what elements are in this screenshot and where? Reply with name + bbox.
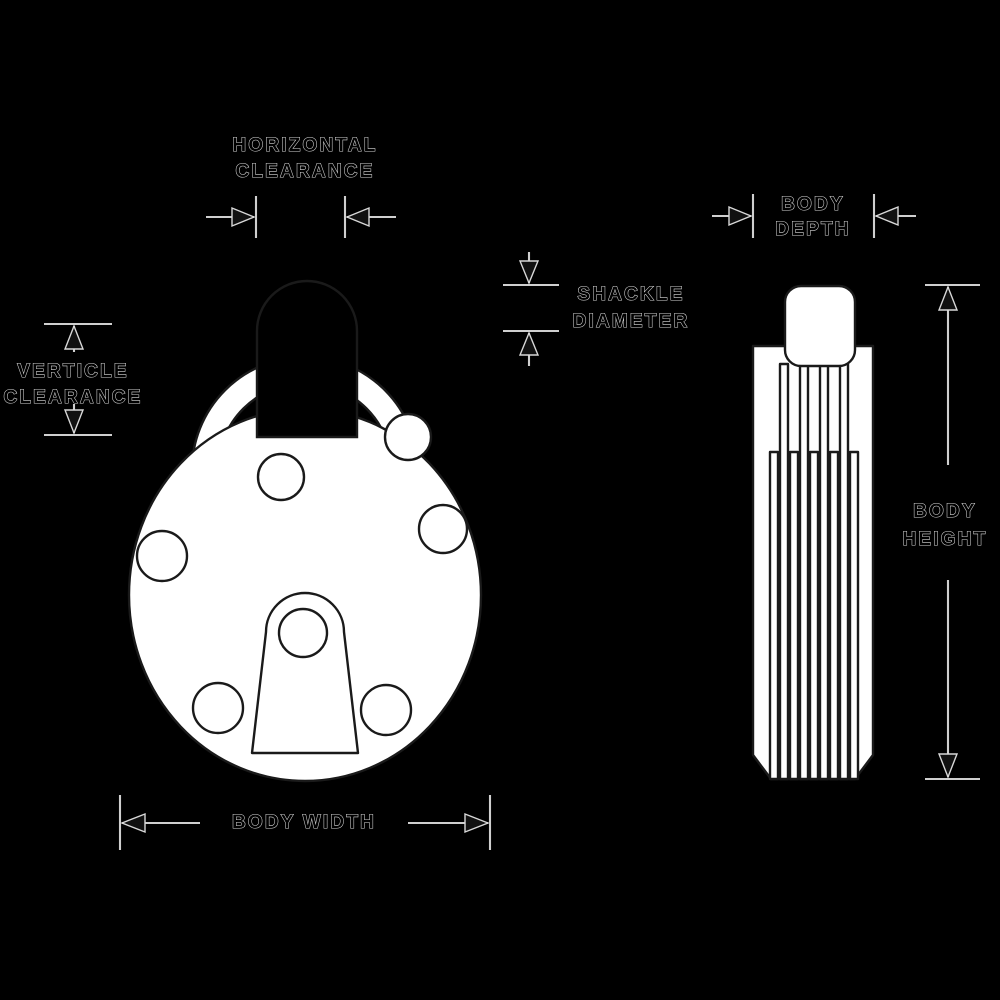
- arrow-head: [518, 331, 540, 356]
- lamination-plates: [768, 362, 860, 781]
- rivet-hole: [359, 683, 413, 737]
- arrow-head: [63, 409, 85, 435]
- keyhole-bore: [277, 607, 329, 659]
- arrow-head: [937, 753, 959, 779]
- dimension-body-height: BODY HEIGHT: [902, 283, 988, 781]
- label-body-height-line2: HEIGHT: [903, 529, 988, 550]
- rivet-hole: [191, 681, 245, 735]
- label-body-depth-line2: DEPTH: [775, 219, 850, 240]
- label-body-height-line1: BODY: [913, 501, 977, 522]
- rivet-hole: [383, 412, 433, 462]
- arrow-head: [728, 205, 753, 227]
- shackle-slot-cutout: [255, 279, 359, 439]
- front-view-group: [127, 279, 483, 783]
- arrow-head: [345, 206, 370, 228]
- rivet-hole: [417, 503, 469, 555]
- label-horizontal-clearance-line2: CLEARANCE: [235, 161, 374, 182]
- rivet-hole: [135, 529, 189, 583]
- side-shackle-cap: [783, 284, 857, 368]
- label-body-depth-line1: BODY: [781, 194, 845, 215]
- dimension-verticle-clearance: VERTICLE CLEARANCE: [3, 322, 142, 437]
- arrow-head: [120, 812, 146, 834]
- label-verticle-clearance-line2: CLEARANCE: [3, 387, 142, 408]
- dimension-horizontal-clearance: HORIZONTAL CLEARANCE: [206, 134, 396, 238]
- dimension-shackle-diameter: SHACKLE DIAMETER: [503, 252, 690, 366]
- arrow-head: [464, 812, 490, 834]
- arrow-head: [63, 324, 85, 350]
- arrow-head: [874, 205, 899, 227]
- rivet-hole: [256, 452, 306, 502]
- label-verticle-clearance-line1: VERTICLE: [17, 361, 129, 382]
- dimension-body-depth: BODY DEPTH: [712, 193, 916, 241]
- dimension-body-width: BODY WIDTH: [118, 795, 492, 850]
- label-body-width: BODY WIDTH: [232, 812, 376, 833]
- label-shackle-diameter-line2: DIAMETER: [573, 311, 690, 332]
- label-horizontal-clearance-line1: HORIZONTAL: [232, 135, 377, 156]
- arrow-head: [231, 206, 256, 228]
- arrow-head: [937, 285, 959, 311]
- label-shackle-diameter-line1: SHACKLE: [577, 284, 684, 305]
- side-view-group: [751, 284, 875, 781]
- arrow-head: [518, 260, 540, 285]
